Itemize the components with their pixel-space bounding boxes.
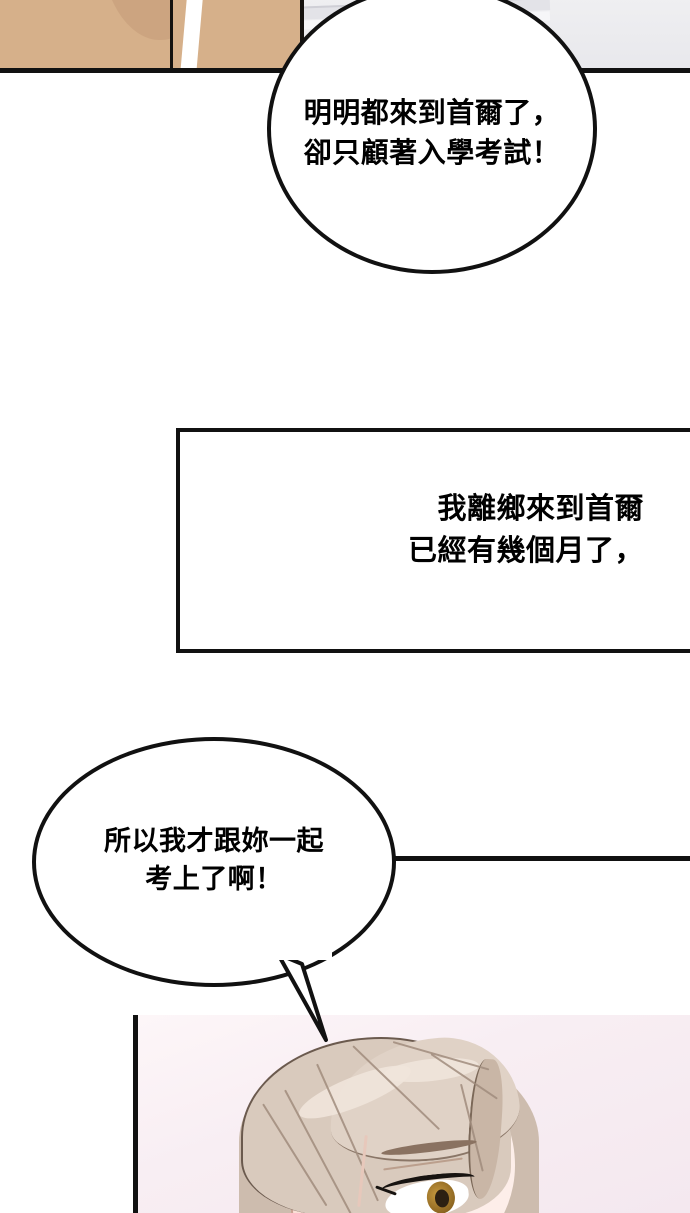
speech-bubble-1-text: 明明都來到首爾了， 卻只顧著入學考試！ xyxy=(303,97,561,168)
narration-caption-box: 我離鄉來到首爾 已經有幾個月了， xyxy=(176,428,690,653)
tan-coat-figure xyxy=(0,0,304,68)
speech-bubble-3: 所以我才跟妳一起 考上了啊！ xyxy=(32,737,396,987)
panel-divider-line xyxy=(392,856,690,861)
speech-bubble-3-tail xyxy=(272,948,332,1042)
character-head xyxy=(233,1023,563,1213)
speech-bubble-1: 明明都來到首爾了， 卻只顧著入學考試！ xyxy=(267,0,597,274)
panel-bottom xyxy=(133,1015,690,1213)
speech-bubble-3-text: 所以我才跟妳一起 考上了啊！ xyxy=(104,825,324,894)
narration-caption-text: 我離鄉來到首爾 已經有幾個月了， xyxy=(407,493,644,568)
